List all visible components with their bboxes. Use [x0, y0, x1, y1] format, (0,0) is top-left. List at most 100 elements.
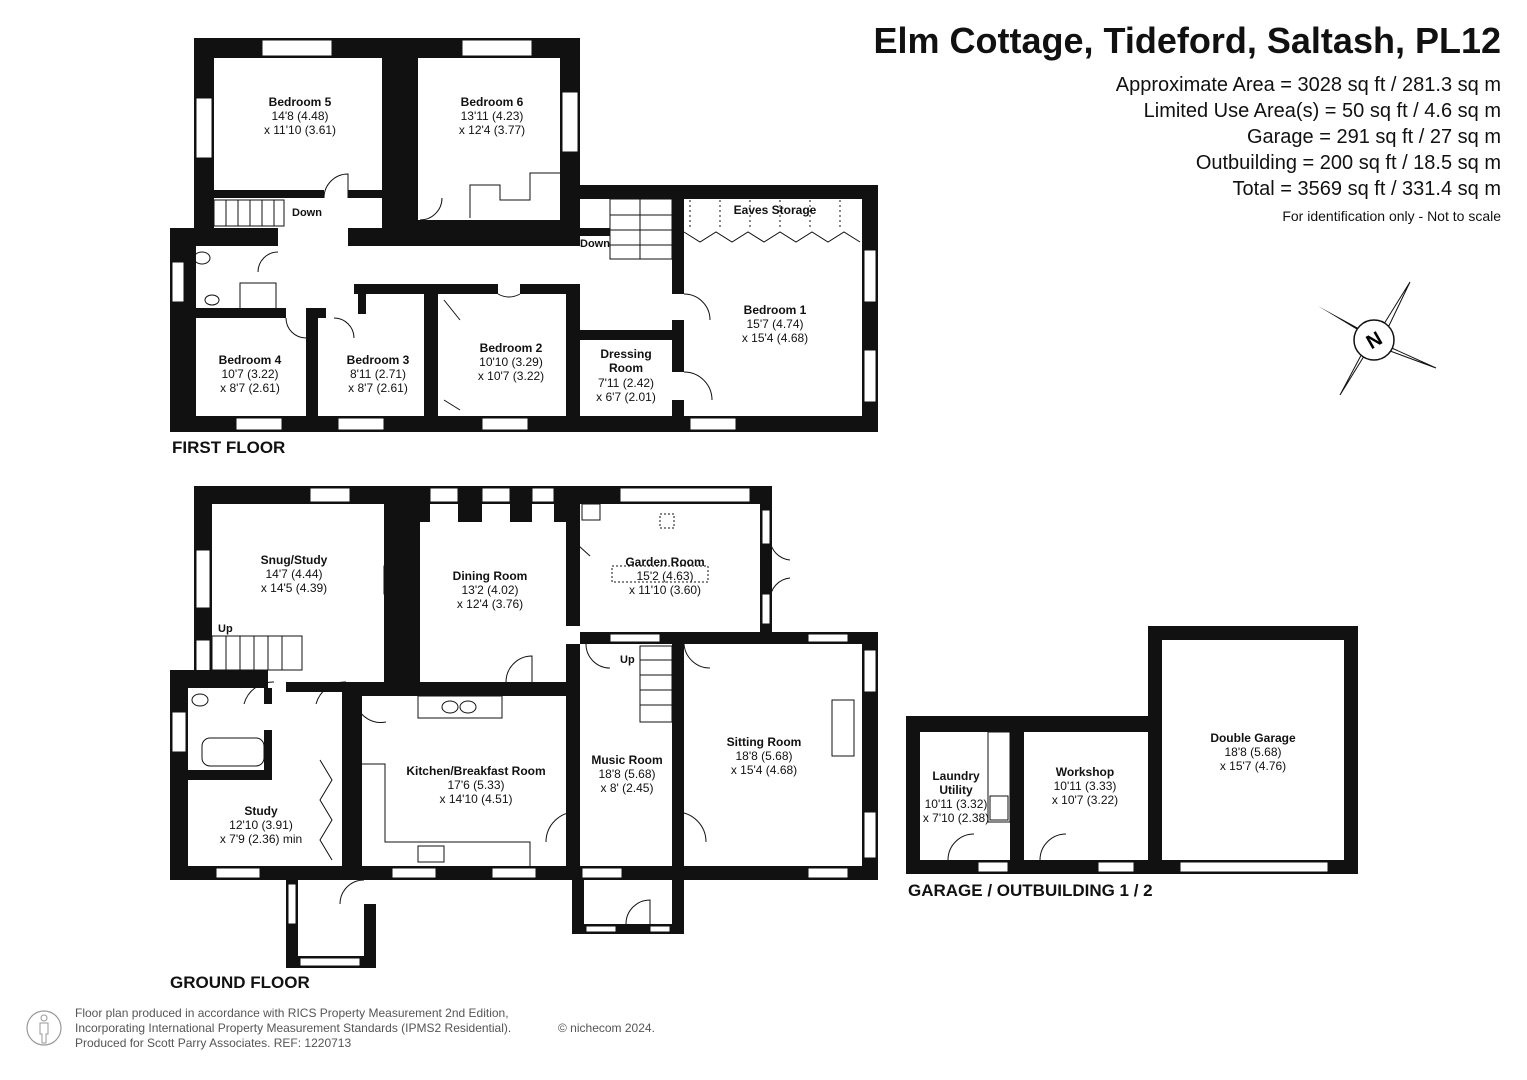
area-total: Total = 3569 sq ft / 331.4 sq m	[1232, 178, 1502, 200]
room-label-bedroom5: Bedroom 5 14'8 (4.48) x 11'10 (3.61)	[264, 95, 336, 137]
room-label-double-garage: Double Garage 18'8 (5.68) x 15'7 (4.76)	[1210, 731, 1296, 773]
svg-text:x 14'10 (4.51): x 14'10 (4.51)	[439, 792, 512, 806]
room-label-eaves-storage: Eaves Storage	[734, 203, 817, 217]
svg-text:x 7'10 (2.38): x 7'10 (2.38)	[923, 811, 989, 825]
person-scale-icon	[26, 1010, 62, 1046]
staircase-first-left	[213, 199, 285, 227]
stairs-up-label-left: Up	[218, 623, 233, 635]
svg-text:14'7 (4.44): 14'7 (4.44)	[266, 567, 323, 581]
room-label-bedroom1: Bedroom 1 15'7 (4.74) x 15'4 (4.68)	[742, 303, 808, 345]
svg-text:x 15'4 (4.68): x 15'4 (4.68)	[731, 763, 797, 777]
ground-floor-plan	[170, 486, 878, 968]
staircase-first-right	[609, 198, 673, 260]
outbuilding-plan	[906, 626, 1358, 874]
svg-text:15'2 (4.63): 15'2 (4.63)	[637, 569, 694, 583]
svg-text:Bedroom 2: Bedroom 2	[480, 341, 543, 355]
svg-text:Sitting Room: Sitting Room	[727, 735, 802, 749]
area-approximate: Approximate Area = 3028 sq ft / 281.3 sq…	[1115, 74, 1501, 96]
footer-line-2: Incorporating International Property Mea…	[75, 1021, 512, 1035]
svg-text:12'10 (3.91): 12'10 (3.91)	[229, 818, 293, 832]
svg-text:Kitchen/Breakfast Room: Kitchen/Breakfast Room	[406, 764, 545, 778]
svg-text:Bedroom 1: Bedroom 1	[744, 303, 807, 317]
svg-text:Utility: Utility	[939, 783, 973, 797]
room-label-laundry-utility: Laundry Utility 10'11 (3.32) x 7'10 (2.3…	[923, 769, 989, 825]
svg-text:10'11 (3.33): 10'11 (3.33)	[1054, 779, 1117, 793]
svg-text:x 7'9 (2.36) min: x 7'9 (2.36) min	[220, 832, 302, 846]
room-label-dining-room: Dining Room 13'2 (4.02) x 12'4 (3.76)	[453, 569, 528, 611]
room-label-sitting-room: Sitting Room 18'8 (5.68) x 15'4 (4.68)	[727, 735, 802, 777]
footer-line-3: Produced for Scott Parry Associates. REF…	[75, 1036, 352, 1050]
svg-text:Laundry: Laundry	[932, 769, 980, 783]
svg-text:Garden Room: Garden Room	[625, 555, 704, 569]
floor-label-first: FIRST FLOOR	[172, 438, 285, 457]
staircase-ground-left	[211, 635, 303, 671]
svg-text:Bedroom 6: Bedroom 6	[461, 95, 524, 109]
svg-text:x 8'7 (2.61): x 8'7 (2.61)	[348, 381, 408, 395]
svg-text:x 10'7 (3.22): x 10'7 (3.22)	[1052, 793, 1118, 807]
svg-text:Room: Room	[609, 361, 643, 375]
stairs-down-label-left: Down	[292, 207, 322, 219]
room-label-snug-study: Snug/Study 14'7 (4.44) x 14'5 (4.39)	[261, 553, 328, 595]
room-label-garden-room: Garden Room 15'2 (4.63) x 11'10 (3.60)	[625, 555, 704, 597]
room-label-bedroom4: Bedroom 4 10'7 (3.22) x 8'7 (2.61)	[219, 353, 282, 395]
svg-text:x 15'4 (4.68): x 15'4 (4.68)	[742, 331, 808, 345]
svg-text:x 12'4 (3.77): x 12'4 (3.77)	[459, 123, 525, 137]
svg-text:x 11'10 (3.61): x 11'10 (3.61)	[264, 123, 336, 137]
area-summary: Approximate Area = 3028 sq ft / 281.3 sq…	[1116, 72, 1501, 202]
floor-label-outbuilding: GARAGE / OUTBUILDING 1 / 2	[908, 881, 1153, 900]
identification-note: For identification only - Not to scale	[1282, 208, 1501, 224]
room-label-music-room: Music Room 18'8 (5.68) x 8' (2.45)	[591, 753, 662, 795]
svg-text:13'2 (4.02): 13'2 (4.02)	[462, 583, 519, 597]
property-title: Elm Cottage, Tideford, Saltash, PL12	[873, 20, 1501, 61]
floor-label-ground: GROUND FLOOR	[170, 973, 310, 992]
svg-text:Double Garage: Double Garage	[1210, 731, 1296, 745]
compass-rose-icon: N	[1318, 281, 1437, 396]
svg-text:x 6'7 (2.01): x 6'7 (2.01)	[596, 390, 656, 404]
svg-text:18'8 (5.68): 18'8 (5.68)	[1225, 745, 1282, 759]
svg-text:Workshop: Workshop	[1056, 765, 1114, 779]
stairs-up-label-music: Up	[620, 654, 635, 666]
svg-text:x 12'4 (3.76): x 12'4 (3.76)	[457, 597, 523, 611]
room-label-bedroom3: Bedroom 3 8'11 (2.71) x 8'7 (2.61)	[347, 353, 410, 395]
first-floor-plan	[170, 38, 878, 432]
svg-text:Study: Study	[244, 804, 278, 818]
svg-text:x 10'7 (3.22): x 10'7 (3.22)	[478, 369, 544, 383]
svg-text:17'6 (5.33): 17'6 (5.33)	[448, 778, 505, 792]
svg-text:Bedroom 3: Bedroom 3	[347, 353, 410, 367]
footer-notes: Floor plan produced in accordance with R…	[75, 1006, 511, 1051]
room-label-workshop: Workshop 10'11 (3.33) x 10'7 (3.22)	[1052, 765, 1118, 807]
room-label-bedroom6: Bedroom 6 13'11 (4.23) x 12'4 (3.77)	[459, 95, 525, 137]
svg-text:Snug/Study: Snug/Study	[261, 553, 328, 567]
toilet-icon	[193, 251, 211, 265]
footer-line-1: Floor plan produced in accordance with R…	[75, 1006, 509, 1020]
room-label-bedroom2: Bedroom 2 10'10 (3.29) x 10'7 (3.22)	[478, 341, 544, 383]
svg-text:x 14'5 (4.39): x 14'5 (4.39)	[261, 581, 327, 595]
svg-text:7'11 (2.42): 7'11 (2.42)	[598, 376, 654, 390]
room-label-dressing-room: Dressing Room 7'11 (2.42) x 6'7 (2.01)	[596, 347, 656, 404]
copyright-text: © nichecom 2024.	[558, 1021, 655, 1035]
shower-icon	[239, 282, 277, 310]
svg-text:x 8' (2.45): x 8' (2.45)	[601, 781, 654, 795]
svg-text:13'11 (4.23): 13'11 (4.23)	[461, 109, 524, 123]
area-limited-use: Limited Use Area(s) = 50 sq ft / 4.6 sq …	[1143, 100, 1501, 122]
staircase-ground-music	[639, 645, 673, 723]
svg-text:15'7 (4.74): 15'7 (4.74)	[747, 317, 804, 331]
area-outbuilding: Outbuilding = 200 sq ft / 18.5 sq m	[1195, 152, 1501, 174]
stairs-down-label-right: Down	[580, 238, 610, 250]
svg-text:10'10 (3.29): 10'10 (3.29)	[479, 355, 543, 369]
svg-text:x 15'7 (4.76): x 15'7 (4.76)	[1220, 759, 1286, 773]
svg-text:10'7 (3.22): 10'7 (3.22)	[222, 367, 279, 381]
svg-text:Dressing: Dressing	[600, 347, 651, 361]
svg-text:Bedroom 5: Bedroom 5	[269, 95, 332, 109]
eaves-storage-hatch	[683, 200, 861, 243]
svg-text:18'8 (5.68): 18'8 (5.68)	[736, 749, 793, 763]
svg-text:x 11'10 (3.60): x 11'10 (3.60)	[629, 583, 701, 597]
svg-text:x 8'7 (2.61): x 8'7 (2.61)	[220, 381, 280, 395]
svg-text:10'11 (3.32): 10'11 (3.32)	[925, 797, 988, 811]
area-garage: Garage = 291 sq ft / 27 sq m	[1246, 126, 1501, 148]
svg-text:18'8 (5.68): 18'8 (5.68)	[599, 767, 656, 781]
svg-text:Music Room: Music Room	[591, 753, 662, 767]
sink-icon	[204, 294, 220, 306]
svg-text:Dining Room: Dining Room	[453, 569, 528, 583]
